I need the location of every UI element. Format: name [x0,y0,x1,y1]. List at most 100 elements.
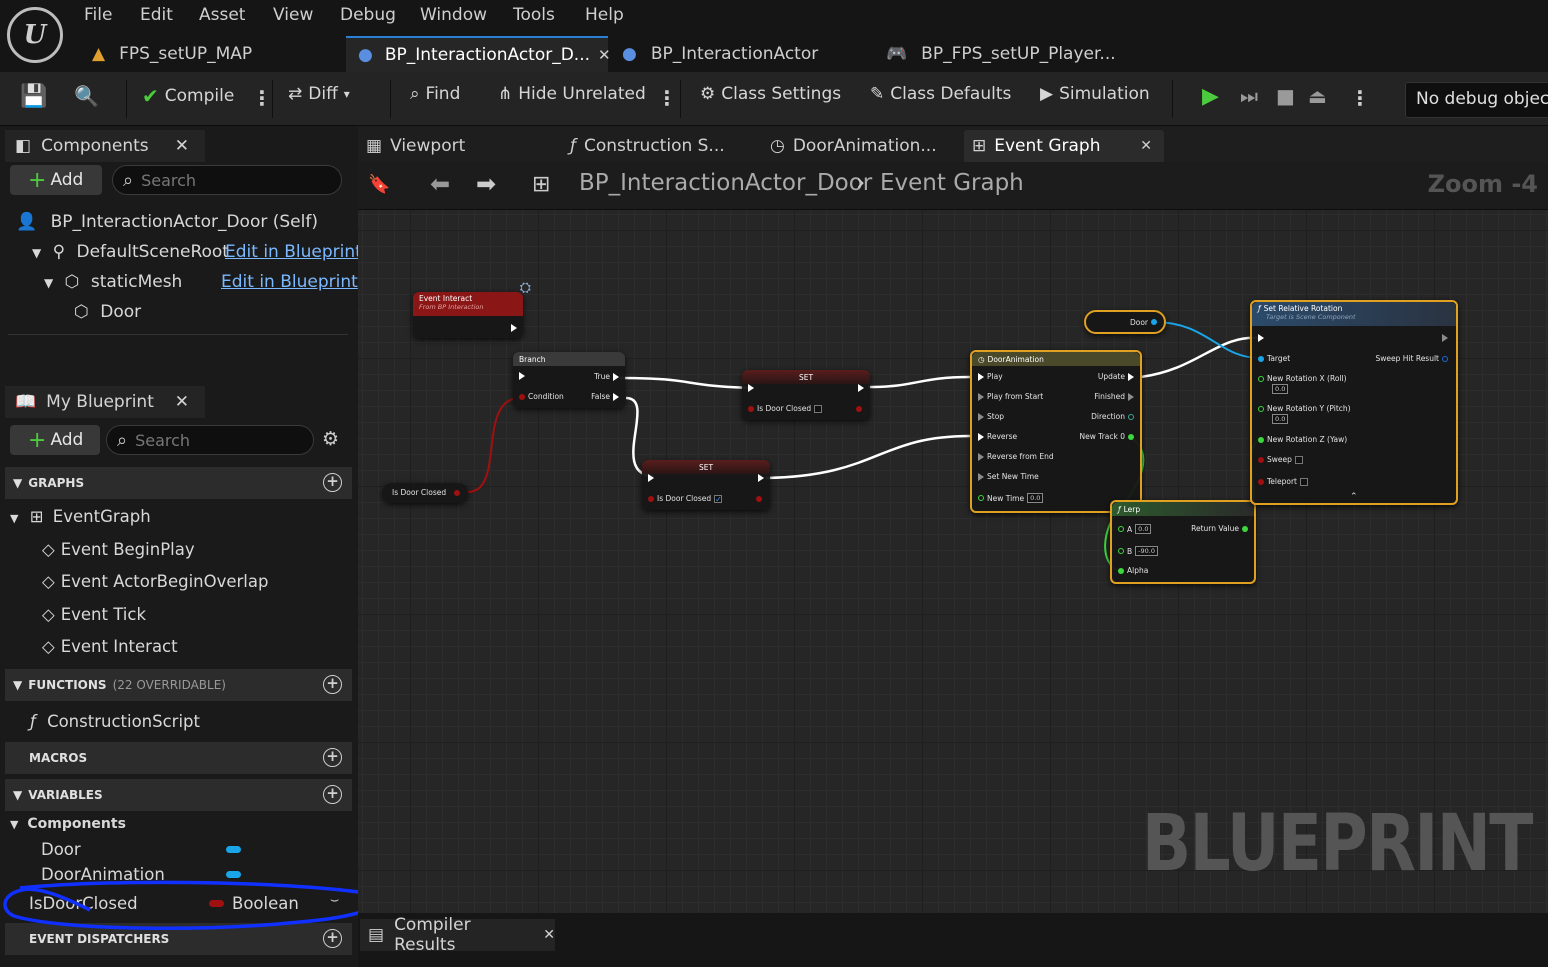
b-pin[interactable]: B-90.0 [1118,546,1158,556]
class-settings-button[interactable]: ⚙ Class Settings [700,84,841,104]
set-is-door-closed-node-2[interactable]: SET Is Door Closed✓ [642,460,770,510]
object-out-pin[interactable] [1151,319,1157,325]
hide-unrelated-button[interactable]: ⋔ Hide Unrelated [498,84,646,104]
compile-button[interactable]: ✔ Compile [142,84,234,108]
play-options-icon[interactable]: ⋮ [1350,86,1370,110]
new-rotation-x-pin[interactable]: New Rotation X (Roll) [1258,374,1378,383]
event-actor-begin-overlap-item[interactable]: ◇Event ActorBeginOverlap [42,572,268,591]
new-track-pin[interactable]: New Track 0 [1079,432,1134,441]
gear-icon[interactable]: ⚙ [322,428,340,450]
graphs-section[interactable]: ▼ GRAPHS + [5,467,352,499]
teleport-pin[interactable]: Teleport [1258,477,1308,486]
menu-edit[interactable]: Edit [140,5,173,25]
exec-out-pin[interactable] [858,384,864,392]
bool-out-pin[interactable] [756,496,762,502]
edit-in-blueprint-link[interactable]: Edit in Blueprint [225,242,362,262]
event-tick-item[interactable]: ◇Event Tick [42,605,146,624]
add-component-button[interactable]: + Add [10,165,102,195]
forward-arrow-icon[interactable]: ➡ [476,170,497,198]
return-value-pin[interactable]: Return Value [1191,524,1248,533]
simulation-button[interactable]: ▶ Simulation [1040,84,1150,104]
is-door-closed-pin[interactable]: Is Door Closed [748,404,823,413]
b-value[interactable]: -90.0 [1135,546,1158,556]
exec-in-pin[interactable] [519,372,525,380]
doc-tab-door-blueprint[interactable]: ● BP_InteractionActor_D... ✕ [346,36,611,72]
close-icon[interactable]: ✕ [1140,138,1152,154]
new-rotation-z-pin[interactable]: New Rotation Z (Yaw) [1258,435,1347,444]
close-icon[interactable]: ✕ [174,392,189,412]
more-options-icon[interactable]: ⋮ [657,86,677,110]
tab-door-animation[interactable]: ◷ DoorAnimation... [762,130,954,162]
condition-pin[interactable]: Condition [519,392,564,401]
breadcrumb-blueprint[interactable]: BP_InteractionActor_Door [579,170,873,196]
variable-is-door-closed[interactable]: IsDoorClosed [29,894,138,913]
find-button[interactable]: ⌕ Find [410,84,460,104]
variable-type-boolean[interactable]: Boolean [232,894,299,913]
components-category[interactable]: ▼ Components [10,816,126,832]
play-from-start-pin[interactable]: Play from Start [978,392,1043,401]
sweep-pin[interactable]: Sweep [1258,455,1303,464]
event-graph-canvas[interactable]: BLUEPRINT Event Interact From BP Interac… [358,210,1548,913]
false-pin[interactable]: False [591,392,619,401]
new-rotation-y-pin[interactable]: New Rotation Y (Pitch) [1258,404,1351,413]
close-icon[interactable]: ✕ [543,927,555,943]
add-graph-icon[interactable]: + [323,473,342,492]
exec-in-pin[interactable] [1258,334,1264,342]
components-search-input[interactable]: ⌕ Search [112,165,342,195]
components-tab[interactable]: ◧ Components ✕ [5,130,205,162]
menu-help[interactable]: Help [585,5,624,25]
tab-event-graph[interactable]: ⊞ Event Graph ✕ [964,130,1164,162]
direction-pin[interactable]: Direction [1091,412,1134,421]
collapse-arrow-icon[interactable]: ⌃ [1350,492,1358,502]
play-icon[interactable]: ▶ [1202,84,1219,109]
rotation-y-value[interactable]: 0.0 [1272,414,1289,424]
add-member-button[interactable]: + Add [10,425,100,455]
my-blueprint-tab[interactable]: 📖 My Blueprint ✕ [5,386,205,418]
event-interact-node[interactable]: Event Interact From BP Interaction ⛭ [413,280,531,338]
diff-button[interactable]: ⇄ Diff ▾ [288,84,350,104]
edit-in-blueprint-link[interactable]: Edit in Blueprint [221,272,358,292]
exec-in-pin[interactable] [648,474,654,482]
eject-icon[interactable]: ⏏ [1308,84,1327,108]
back-arrow-icon[interactable]: ⬅ [430,170,451,198]
set-is-door-closed-node-1[interactable]: SET Is Door Closed [742,370,870,420]
door-animation-timeline-node[interactable]: ◷DoorAnimation Play Play from Start Stop… [970,350,1142,513]
add-function-icon[interactable]: + [323,675,342,694]
add-macro-icon[interactable]: + [323,748,342,767]
doc-tab-map[interactable]: ▲ FPS_setUP_MAP [80,36,342,72]
event-graph-item[interactable]: ▼ ⊞ EventGraph [10,507,151,526]
debug-object-select[interactable]: No debug object [1405,82,1548,118]
tree-item-default-scene-root[interactable]: ▼ ⚲ DefaultSceneRoot [32,242,229,262]
event-dispatchers-section[interactable]: EVENT DISPATCHERS + [5,923,352,955]
variable-door-animation[interactable]: DoorAnimation [41,865,165,884]
doc-tab-player[interactable]: 🎮 BP_FPS_setUP_Player... [874,36,1136,72]
eye-closed-icon[interactable]: ⌣ [330,892,340,908]
is-door-closed-pin[interactable]: Is Door Closed✓ [648,494,723,503]
tree-item-door[interactable]: ⬡ Door [74,302,141,322]
my-blueprint-search-input[interactable]: ⌕ Search [106,425,314,455]
rotation-x-value[interactable]: 0.0 [1272,384,1289,394]
tree-item-self[interactable]: 👤 BP_InteractionActor_Door (Self) [16,212,318,232]
event-interact-item[interactable]: ◇Event Interact [42,637,178,656]
menu-window[interactable]: Window [420,5,488,25]
unreal-logo-icon[interactable]: U [7,7,63,63]
reverse-from-end-pin[interactable]: Reverse from End [978,452,1054,461]
exec-out-pin[interactable] [758,474,764,482]
branch-node[interactable]: Branch True Condition False [513,352,625,408]
set-new-time-pin[interactable]: Set New Time [978,472,1039,481]
close-icon[interactable]: ✕ [174,136,189,156]
exec-in-pin[interactable] [748,384,754,392]
variables-section[interactable]: ▼ VARIABLES + [5,779,352,811]
stop-pin[interactable]: Stop [978,412,1004,421]
new-time-value[interactable]: 0.0 [1027,493,1044,503]
step-icon[interactable]: ⏭ [1240,84,1258,108]
functions-section[interactable]: ▼ FUNCTIONS (22 OVERRIDABLE) + [5,669,352,701]
tab-construction-script[interactable]: ƒ Construction S... [562,130,754,162]
close-icon[interactable]: ✕ [598,46,611,64]
exec-out-pin[interactable] [511,324,517,332]
menu-debug[interactable]: Debug [340,5,396,25]
exec-out-pin[interactable] [1442,334,1448,342]
